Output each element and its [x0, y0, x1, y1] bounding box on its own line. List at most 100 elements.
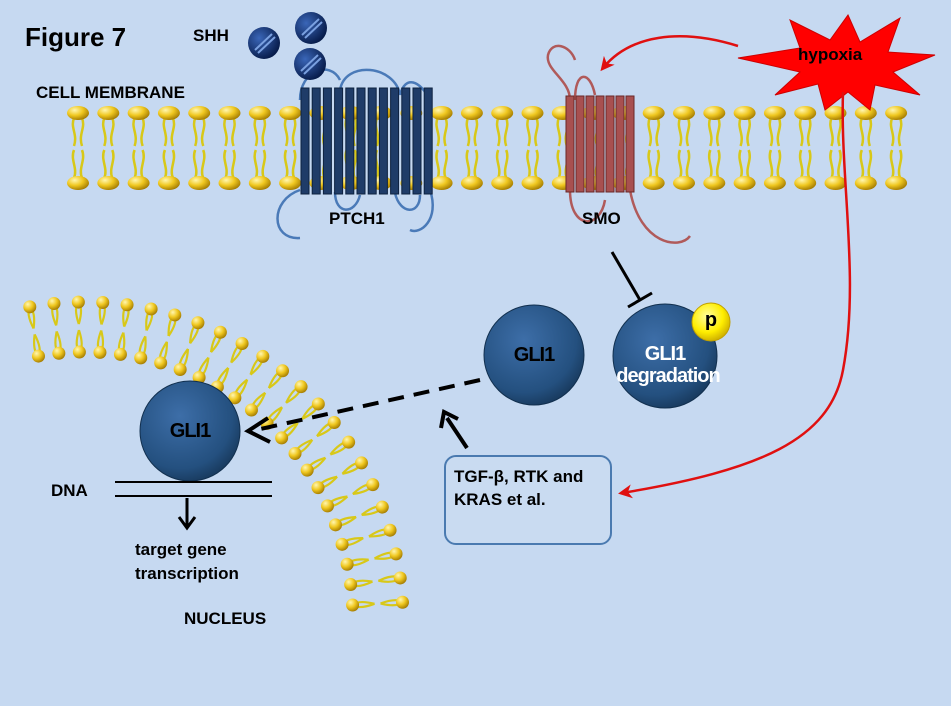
nuclear-lipid [93, 295, 110, 359]
lipid [218, 106, 241, 190]
shh-ligand [295, 12, 327, 44]
upstream-signals-box: TGF-β, RTK and KRAS et al. [444, 455, 612, 545]
smo-inhibition [610, 251, 653, 309]
lipid [127, 106, 150, 190]
smo-label: SMO [582, 209, 621, 228]
phospho-marker [691, 302, 731, 342]
upstream-signals-line2: KRAS et al. [454, 490, 546, 509]
nuclear-lipid [300, 435, 356, 477]
ptch1-label: PTCH1 [329, 209, 385, 228]
lipid [885, 106, 908, 190]
nuclear-lipid [275, 397, 325, 445]
smo-helix [605, 95, 615, 193]
lipid [67, 106, 89, 190]
smo-helix [615, 95, 625, 193]
box-to-translocation-arrow [439, 409, 469, 450]
hypoxia-arrows [600, 35, 852, 499]
nuclear-membrane-bilayer [23, 295, 410, 612]
lipid [97, 106, 120, 190]
nuclear-lipid [71, 295, 86, 359]
dna-label: DNA [51, 481, 88, 500]
ptch1-helix [390, 87, 400, 195]
nuclear-lipid [113, 298, 134, 361]
smo-helix [625, 95, 635, 193]
gli1-degradation-sphere [612, 303, 718, 409]
ptch1-helix [311, 87, 321, 195]
nuclear-lipid [173, 316, 205, 376]
hypoxia-label: hypoxia [798, 45, 863, 64]
smo-helix [565, 95, 575, 193]
nuclear-lipid [23, 300, 45, 363]
nuclear-lipid [244, 364, 290, 417]
target-gene-label-line2: transcription [135, 564, 239, 583]
nucleus-label: NUCLEUS [184, 609, 267, 628]
hypoxia-burst [737, 14, 936, 111]
ptch1-helix [334, 87, 344, 195]
ptch1-helix [423, 87, 433, 195]
nuclear-lipid [228, 349, 270, 405]
smo-helix [595, 95, 605, 193]
lipid [279, 106, 302, 190]
gli1-translocation-arrow [243, 378, 481, 444]
cell-membrane-label: CELL MEMBRANE [36, 83, 185, 102]
ptch1-helix [401, 87, 411, 195]
lipid [521, 106, 544, 190]
ptch1-helix [322, 87, 332, 195]
transcription-arrow [177, 498, 197, 531]
lipid [763, 106, 786, 190]
lipid [460, 106, 483, 190]
hypoxia-to-smo-arrow [600, 35, 739, 72]
smo-helix [585, 95, 595, 193]
target-gene-label-line1: target gene [135, 540, 227, 559]
ptch1-helix [345, 87, 355, 195]
shh-label: SHH [193, 26, 229, 45]
ptch1-receptor [276, 68, 434, 240]
cell-membrane-bilayer [67, 106, 908, 190]
lipid [642, 106, 665, 190]
lipid [854, 106, 877, 190]
lipid [733, 106, 756, 190]
ptch1-helix [378, 87, 388, 195]
gli1-nucleus-label: GLI1 [169, 420, 211, 442]
gli1-cytoplasm-label: GLI1 [513, 344, 555, 366]
nuclear-lipid [134, 302, 158, 365]
shh-ligand [248, 27, 280, 59]
lipid [430, 106, 453, 190]
gli1-degradation-label-line1: GLI1 [644, 343, 686, 365]
lipid [673, 106, 695, 190]
nuclear-lipid [47, 297, 66, 360]
lipid [157, 106, 180, 190]
lipid [491, 106, 514, 190]
ptch1-helix [367, 87, 377, 195]
phospho-label: p [704, 309, 718, 331]
figure-title: Figure 7 [25, 22, 127, 52]
hypoxia-to-box-arrow [618, 91, 852, 499]
nuclear-lipid [340, 547, 403, 571]
lipid [824, 106, 847, 190]
nuclear-lipid [335, 523, 397, 551]
nuclear-lipid [260, 380, 308, 430]
shh-ligands [248, 12, 327, 80]
lipid [188, 106, 211, 190]
lipid [248, 106, 271, 190]
smo-helix [575, 95, 585, 193]
dna-strands [115, 481, 272, 497]
smo-receptor [546, 44, 692, 244]
nuclear-lipid [346, 595, 410, 612]
lipid [794, 106, 817, 190]
ptch1-helix [300, 87, 310, 195]
nuclear-lipid [154, 308, 182, 370]
ptch1-helix [412, 87, 422, 195]
gli1-cytoplasm-sphere [483, 304, 585, 406]
upstream-signals-line1: TGF-β, RTK and [454, 467, 584, 486]
nuclear-lipid [311, 456, 368, 495]
nuclear-lipid [288, 415, 341, 461]
nuclear-lipid [192, 325, 227, 385]
lipid [703, 106, 726, 190]
ptch1-helix [356, 87, 366, 195]
gli1-degradation-label-line2: degradation [616, 365, 720, 387]
nuclear-lipid [320, 478, 380, 513]
nuclear-lipid [344, 571, 407, 592]
